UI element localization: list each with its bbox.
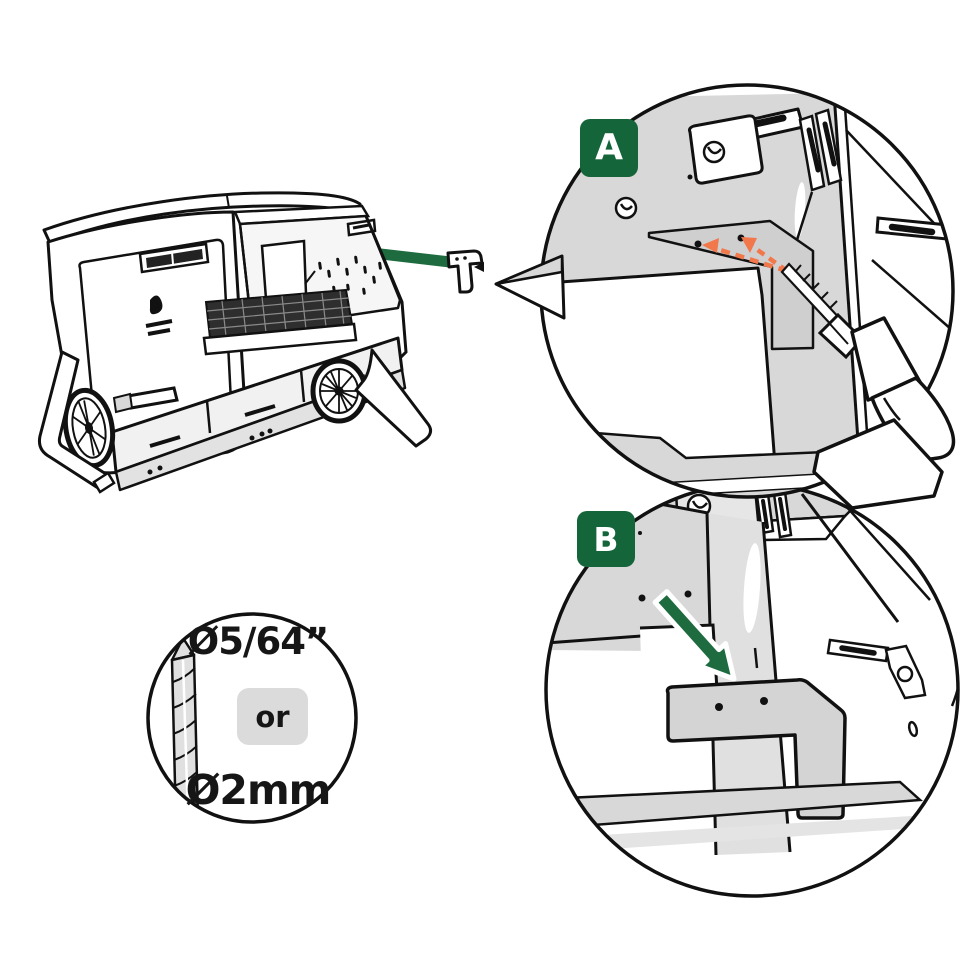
run-floor-mesh [204,288,354,340]
left-frame-foot [92,471,116,494]
drill-size-imperial: Ø5/64” [187,620,330,663]
l-bracket-icon [665,678,847,820]
wall-bracket-icon [446,249,484,294]
drill-size-metric: Ø2mm [185,766,332,814]
drill-target-arrows-icon [702,237,789,274]
detail-circle-a [494,83,956,510]
right-frame-handle [354,348,433,448]
pilot-hole [694,240,702,248]
coop-illustration [38,191,433,494]
right-wheel-icon [310,358,368,424]
slotted-bracket-b [826,638,927,738]
callout-b-badge: B [577,511,635,567]
hinge-bracket-a [688,107,843,241]
drill-icon [780,262,956,510]
green-arrow-b-icon [652,589,737,682]
vent-holes [318,255,382,295]
left-wheel-icon [62,387,116,469]
coop-window [138,242,210,274]
or-label: or [237,688,308,745]
omlet-logo-icon [145,295,173,336]
run-opening [260,239,308,301]
drill-bit-icon [170,636,200,822]
callout-a-badge: A [580,119,638,177]
panel-wedge [494,254,566,320]
